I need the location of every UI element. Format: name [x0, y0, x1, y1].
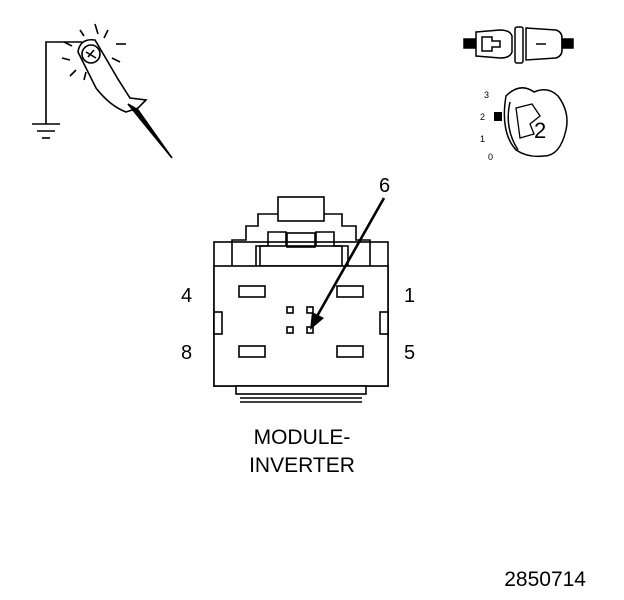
connector-caption-line1: MODULE- [254, 426, 351, 449]
pin-label-6: 6 [379, 175, 390, 197]
key-selected-position: 2 [534, 118, 546, 143]
pin-label-4: 4 [181, 285, 192, 307]
key-position-2: 2 [480, 112, 485, 122]
pin-label-8: 8 [181, 342, 192, 364]
key-position-1: 1 [480, 134, 485, 144]
pin-label-1: 1 [404, 285, 415, 307]
callout-arrow [310, 197, 386, 330]
pin-label-5: 5 [404, 342, 415, 364]
key-position-0: 0 [488, 152, 493, 162]
figure-number: 2850714 [504, 568, 586, 591]
key-position-3: 3 [484, 90, 489, 100]
ignition-key-icon: 3 2 1 0 2 [480, 87, 568, 162]
ground-probe-icon [32, 23, 173, 159]
connector-face [213, 196, 389, 403]
connector-caption-line2: INVERTER [249, 454, 355, 477]
connector-disconnected-icon [463, 26, 574, 64]
